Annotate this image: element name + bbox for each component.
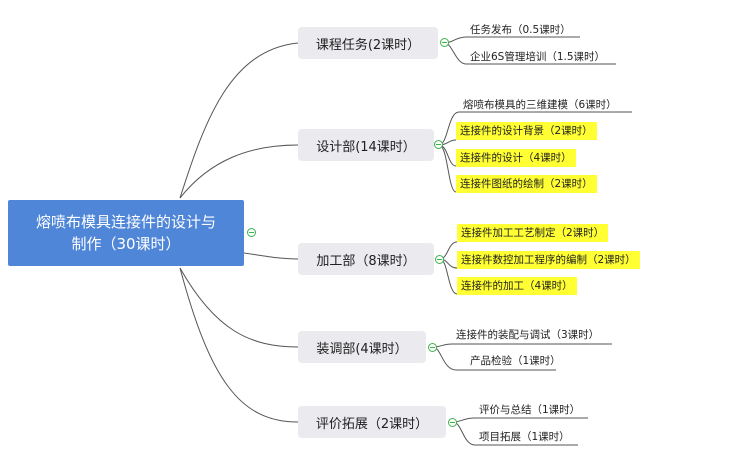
branch-course-tasks[interactable]: 课程任务(2课时）: [298, 27, 438, 59]
branch-collapse-icon[interactable]: [435, 255, 444, 264]
leaf-item[interactable]: 连接件的装配与调试（3课时）: [456, 329, 600, 341]
branch-label: 加工部（8课时）: [316, 253, 416, 269]
leaf-connector: [432, 343, 612, 348]
branch-label: 设计部(14课时）: [316, 139, 416, 155]
leaf-item[interactable]: 连接件的加工（4课时）: [457, 277, 577, 295]
leaf-item[interactable]: 评价与总结（1课时）: [479, 404, 581, 416]
branch-label: 课程任务(2课时）: [315, 37, 421, 53]
leaf-item[interactable]: 项目拓展（1课时）: [479, 431, 570, 443]
branch-processing-dept[interactable]: 加工部（8课时）: [298, 243, 434, 275]
leaf-item[interactable]: 连接件图纸的绘制（2课时）: [456, 175, 597, 193]
root-topic-line-1: 熔喷布模具连接件的设计与: [35, 213, 216, 231]
leaf-item[interactable]: 企业6S管理培训（1.5课时）: [470, 51, 606, 63]
leaf-item[interactable]: 熔喷布模具的三维建模（6课时）: [463, 99, 617, 111]
leaf-item[interactable]: 连接件加工工艺制定（2课时）: [457, 224, 609, 242]
root-connector: [179, 42, 299, 199]
leaf-connector: [438, 144, 457, 167]
branch-design-dept[interactable]: 设计部(14课时）: [298, 129, 434, 161]
root-topic[interactable]: 熔喷布模具连接件的设计与 制作（30课时）: [8, 200, 244, 266]
branch-label: 装调部(4课时）: [316, 341, 408, 357]
leaf-item[interactable]: 任务发布（0.5课时）: [470, 24, 571, 36]
leaf-item[interactable]: 连接件数控加工程序的编制（2课时）: [457, 251, 640, 269]
branch-collapse-icon[interactable]: [428, 343, 437, 352]
branch-collapse-icon[interactable]: [434, 140, 443, 149]
branch-evaluation-ext[interactable]: 评价拓展（2课时）: [298, 406, 446, 438]
root-connector: [179, 144, 299, 199]
leaf-item[interactable]: 连接件的设计（4课时）: [456, 149, 576, 167]
root-collapse-icon[interactable]: [247, 228, 256, 237]
leaf-connector: [438, 144, 457, 193]
branch-label: 评价拓展（2课时）: [315, 416, 429, 432]
root-topic-line-2: 制作（30课时）: [71, 235, 181, 253]
root-connector: [179, 267, 299, 423]
leaf-item[interactable]: 产品检验（1课时）: [470, 355, 561, 367]
root-connector: [243, 252, 299, 260]
leaf-item[interactable]: 连接件的设计背景（2课时）: [456, 122, 597, 140]
branch-assembly-dept[interactable]: 装调部(4课时）: [298, 331, 426, 363]
branch-collapse-icon[interactable]: [440, 38, 449, 47]
root-connector: [179, 267, 299, 348]
branch-collapse-icon[interactable]: [448, 418, 457, 427]
